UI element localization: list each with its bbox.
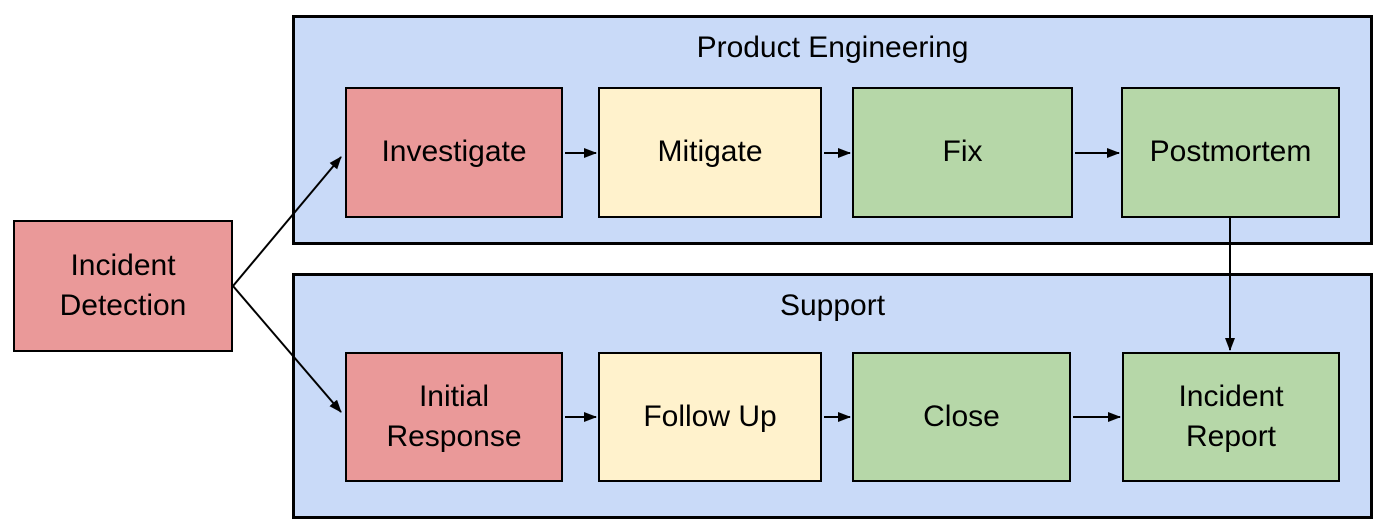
node-initial-response-label: Initial Response: [386, 379, 522, 454]
node-postmortem-label: Postmortem: [1149, 135, 1312, 169]
node-investigate-label: Investigate: [381, 135, 527, 169]
node-fix: Fix: [852, 87, 1073, 218]
node-initial-response: Initial Response: [345, 352, 563, 482]
node-fix-label: Fix: [942, 135, 983, 169]
node-follow-up-label: Follow Up: [643, 399, 777, 433]
lane-product-engineering-title: Product Engineering: [696, 31, 969, 64]
node-mitigate: Mitigate: [598, 87, 822, 218]
node-mitigate-label: Mitigate: [657, 135, 763, 169]
node-follow-up: Follow Up: [598, 352, 822, 482]
node-close-label: Close: [923, 399, 1000, 433]
node-close: Close: [852, 352, 1071, 482]
node-incident-report: Incident Report: [1122, 352, 1340, 482]
lane-support-title: Support: [779, 289, 886, 322]
node-postmortem: Postmortem: [1121, 87, 1340, 218]
node-incident-detection-label: Incident Detection: [59, 248, 187, 323]
node-incident-detection: Incident Detection: [13, 220, 233, 352]
node-incident-report-label: Incident Report: [1178, 379, 1284, 454]
node-investigate: Investigate: [345, 87, 563, 218]
